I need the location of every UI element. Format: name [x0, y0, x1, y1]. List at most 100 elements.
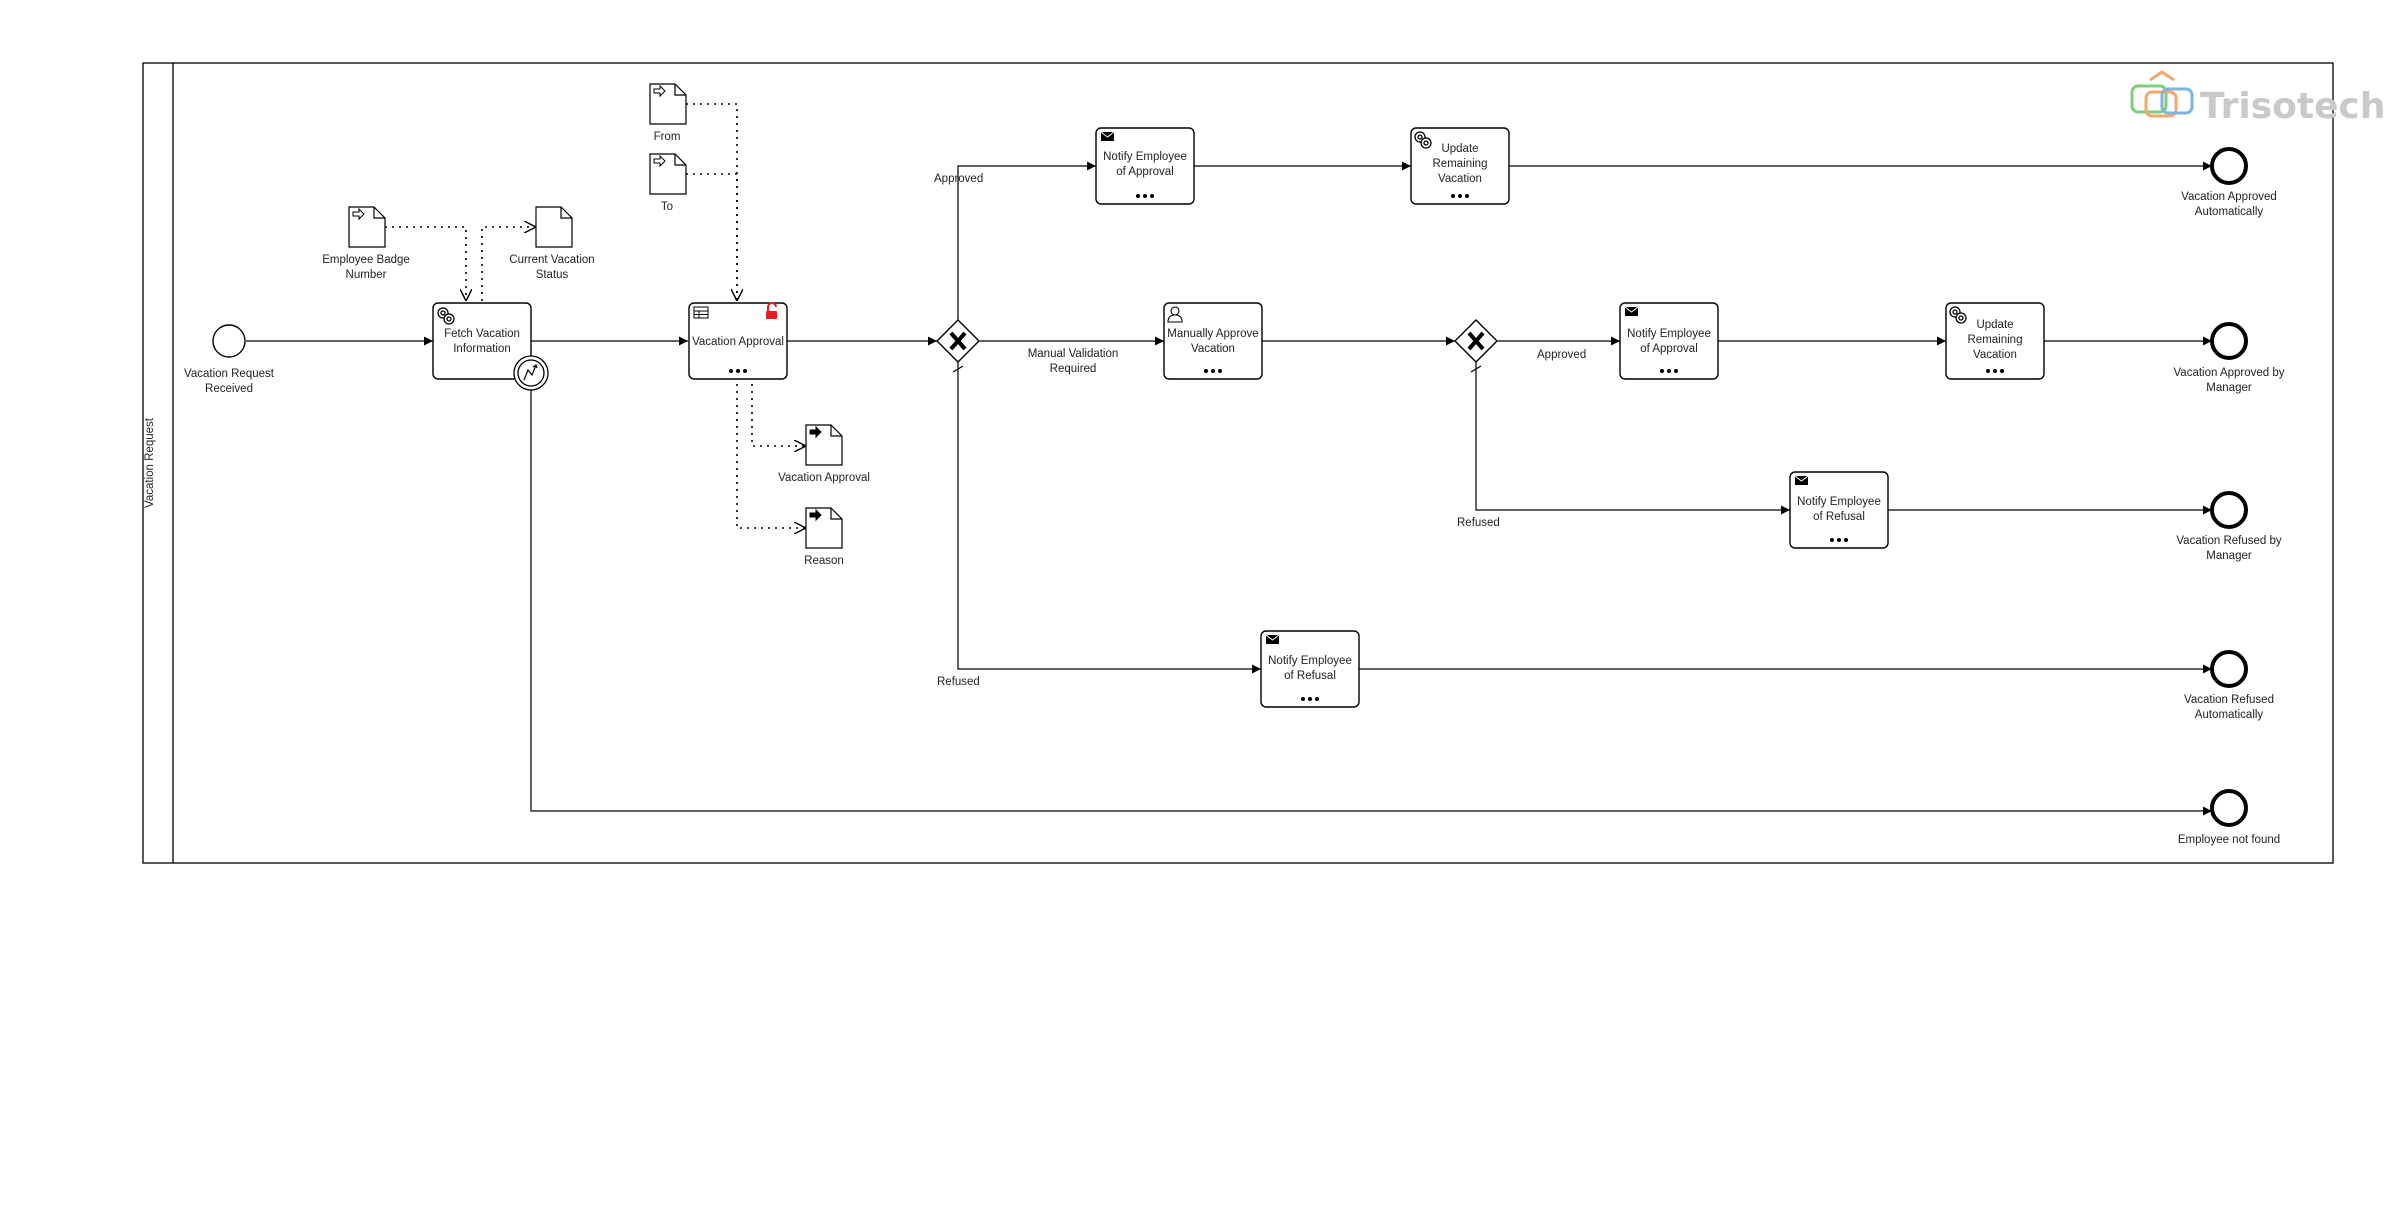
- svg-text:Vacation Refused by: Vacation Refused by: [2176, 535, 2282, 547]
- start-event[interactable]: Vacation Request Received: [184, 324, 275, 395]
- data-output-reason[interactable]: Reason: [804, 507, 844, 567]
- subprocess-marker-icon: [1301, 697, 1319, 701]
- sequence-flows: [246, 161, 2212, 816]
- data-input-from[interactable]: From: [649, 83, 687, 143]
- svg-text:of Refusal: of Refusal: [1284, 670, 1336, 682]
- task-vacation-approval[interactable]: Vacation Approval: [688, 302, 788, 380]
- flow: [957, 161, 1096, 320]
- svg-text:Automatically: Automatically: [2195, 206, 2264, 218]
- task-fetch-vacation-information[interactable]: Fetch Vacation Information: [432, 302, 532, 380]
- svg-text:Vacation: Vacation: [1191, 343, 1235, 355]
- envelope-icon: [1265, 634, 1280, 644]
- input-arrow-icon: [352, 207, 365, 221]
- task-notify-employee-of-refusal-automatic[interactable]: Notify Employee of Refusal: [1260, 630, 1360, 708]
- table-icon: [693, 306, 709, 319]
- end-event-refused-automatically[interactable]: Vacation Refused Automatically: [2184, 650, 2274, 721]
- default-flow-markers: [952, 365, 1482, 373]
- task-manually-approve-vacation[interactable]: Manually Approve Vacation: [1163, 302, 1263, 380]
- svg-text:Automatically: Automatically: [2195, 709, 2264, 721]
- end-event-approved-by-manager[interactable]: Vacation Approved by Manager: [2173, 322, 2285, 394]
- end-event-refused-by-manager[interactable]: Vacation Refused by Manager: [2176, 491, 2282, 562]
- exclusive-gateway-1[interactable]: [936, 319, 980, 363]
- svg-text:Vacation: Vacation: [1973, 349, 2017, 361]
- input-arrow-icon: [653, 154, 666, 168]
- timer-icon: [523, 364, 538, 381]
- svg-text:Required: Required: [1050, 363, 1097, 375]
- svg-text:Vacation Approval: Vacation Approval: [692, 336, 784, 348]
- svg-text:Notify Employee: Notify Employee: [1627, 328, 1711, 340]
- output-arrow-icon: [809, 508, 822, 522]
- subprocess-marker-icon: [1830, 538, 1848, 542]
- svg-text:Notify Employee: Notify Employee: [1103, 151, 1187, 163]
- data-input-to[interactable]: To: [649, 153, 687, 213]
- gear-icon: [1949, 306, 1967, 324]
- svg-text:Update: Update: [1976, 319, 2013, 331]
- task-update-remaining-vacation-top[interactable]: Update Remaining Vacation: [1410, 127, 1510, 205]
- task-notify-employee-of-approval-top[interactable]: Notify Employee of Approval: [1095, 127, 1195, 205]
- task-notify-employee-of-approval-mid[interactable]: Notify Employee of Approval: [1619, 302, 1719, 380]
- svg-text:Remaining: Remaining: [1968, 334, 2023, 346]
- svg-text:of Refusal: of Refusal: [1813, 511, 1865, 523]
- pool[interactable]: Vacation Request: [142, 62, 2334, 864]
- task-notify-employee-of-refusal-manager[interactable]: Notify Employee of Refusal: [1789, 471, 1889, 549]
- svg-text:Reason: Reason: [804, 555, 844, 567]
- envelope-icon: [1100, 131, 1115, 141]
- svg-text:Vacation Approval: Vacation Approval: [778, 472, 870, 484]
- data-input-employee-badge-number[interactable]: Employee Badge Number: [322, 206, 410, 281]
- svg-text:Approved: Approved: [1537, 349, 1586, 361]
- end-event-employee-not-found[interactable]: Employee not found: [2178, 789, 2280, 846]
- task-update-remaining-vacation-mid[interactable]: Update Remaining Vacation: [1945, 302, 2045, 380]
- svg-text:Manager: Manager: [2206, 382, 2252, 394]
- svg-text:Update: Update: [1441, 143, 1478, 155]
- svg-text:Vacation Refused: Vacation Refused: [2184, 694, 2274, 706]
- svg-text:of Approval: of Approval: [1640, 343, 1698, 355]
- exclusive-gateway-2[interactable]: [1454, 319, 1498, 363]
- input-arrow-icon: [653, 84, 666, 98]
- svg-text:Manually Approve: Manually Approve: [1167, 328, 1258, 340]
- exclusive-gateway-icon: [1467, 331, 1485, 351]
- logo-mark-icon: [2130, 70, 2194, 118]
- data-output-vacation-approval[interactable]: Vacation Approval: [778, 424, 870, 484]
- subprocess-marker-icon: [729, 369, 747, 373]
- gear-icon: [437, 307, 455, 325]
- flow-labels: Approved Manual Validation Required Refu…: [934, 173, 1586, 688]
- svg-text:Refused: Refused: [1457, 517, 1500, 529]
- svg-text:Manual Validation: Manual Validation: [1028, 348, 1119, 360]
- output-arrow-icon: [809, 425, 822, 439]
- svg-text:Current Vacation: Current Vacation: [509, 254, 594, 266]
- subprocess-marker-icon: [1451, 194, 1469, 198]
- data-associations: [385, 103, 806, 528]
- svg-text:Refused: Refused: [937, 676, 980, 688]
- end-event-approved-automatically[interactable]: Vacation Approved Automatically: [2181, 147, 2277, 218]
- svg-text:Approved: Approved: [934, 173, 983, 185]
- unlock-icon: [766, 302, 777, 319]
- svg-text:Fetch Vacation: Fetch Vacation: [444, 328, 520, 340]
- flow: [1475, 362, 1790, 515]
- svg-text:Received: Received: [205, 383, 253, 395]
- subprocess-marker-icon: [1986, 369, 2004, 373]
- subprocess-marker-icon: [1136, 194, 1154, 198]
- svg-text:Number: Number: [346, 269, 387, 281]
- svg-text:Information: Information: [453, 343, 511, 355]
- svg-text:To: To: [661, 201, 673, 213]
- envelope-icon: [1794, 475, 1809, 485]
- svg-text:Remaining: Remaining: [1433, 158, 1488, 170]
- svg-text:Employee not found: Employee not found: [2178, 834, 2280, 846]
- svg-text:Manager: Manager: [2206, 550, 2252, 562]
- svg-text:Notify Employee: Notify Employee: [1268, 655, 1352, 667]
- data-object-current-vacation-status[interactable]: Current Vacation Status: [509, 206, 595, 281]
- svg-text:Status: Status: [536, 269, 569, 281]
- pool-title: Vacation Request: [144, 417, 156, 508]
- user-icon: [1167, 306, 1183, 323]
- svg-text:From: From: [654, 131, 681, 143]
- timer-boundary-event[interactable]: [513, 355, 549, 391]
- svg-text:Vacation Approved by: Vacation Approved by: [2173, 367, 2284, 379]
- exclusive-gateway-icon: [949, 331, 967, 351]
- svg-text:Notify Employee: Notify Employee: [1797, 496, 1881, 508]
- subprocess-marker-icon: [1204, 369, 1222, 373]
- logo-text: Trisotech: [2200, 86, 2385, 127]
- svg-text:Vacation Request: Vacation Request: [184, 368, 275, 380]
- subprocess-marker-icon: [1660, 369, 1678, 373]
- svg-text:Vacation Approved: Vacation Approved: [2181, 191, 2277, 203]
